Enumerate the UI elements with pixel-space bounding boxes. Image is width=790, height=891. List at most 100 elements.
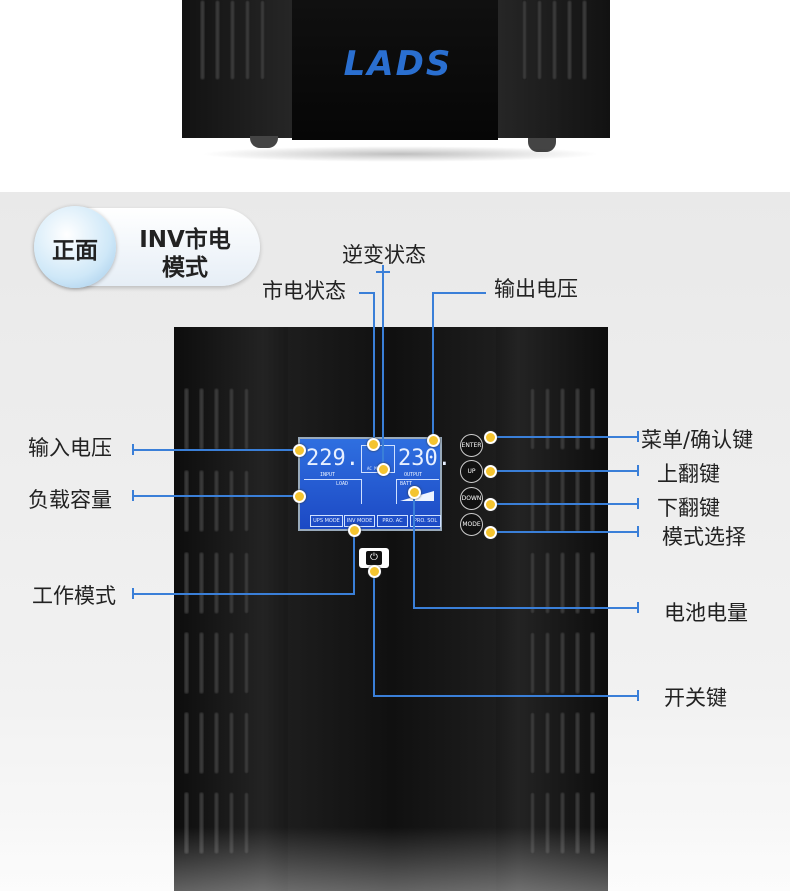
device-shadow: [200, 146, 600, 162]
power-icon: ⏻: [366, 551, 382, 565]
lcd-input-value: 229.: [306, 446, 359, 471]
label-input-voltage: 输入电压: [28, 436, 112, 460]
dot-battery: [408, 486, 421, 499]
device-foot-right: [528, 138, 556, 152]
vent-group: [530, 632, 595, 694]
line-output-h: [432, 292, 486, 294]
line-mode: [490, 531, 638, 533]
line-up: [490, 470, 638, 472]
vent-slot: [184, 792, 189, 854]
vent-slot: [214, 388, 219, 450]
line-battery-h: [413, 607, 638, 609]
label-mode-select: 模式选择: [662, 525, 746, 549]
tick-input: [132, 444, 134, 455]
lcd-mode-ups: UPS MODE: [310, 515, 343, 527]
dot-mains: [367, 438, 380, 451]
vent-slot: [214, 552, 219, 614]
lcd-display: 229. INPUT AC MODE 230. OUTPUT LOAD BATT…: [298, 437, 451, 531]
vent-slot: [530, 792, 535, 854]
line-input: [133, 449, 299, 451]
vent-group: [530, 552, 595, 614]
vent-slot: [229, 388, 234, 450]
vent-slot: [530, 388, 535, 450]
lcd-mode-pro-ac: PRO. AC: [377, 515, 408, 527]
vent-slot: [530, 712, 535, 774]
lcd-load-caption: LOAD: [336, 481, 349, 487]
vent-group: [184, 792, 249, 854]
vent-slot: [590, 552, 595, 614]
vent-group: [530, 712, 595, 774]
dot-load: [293, 490, 306, 503]
tick-down: [637, 498, 639, 509]
mode-badge-line2: 模式: [162, 255, 208, 281]
vent-slot: [560, 792, 565, 854]
vent-slot: [214, 712, 219, 774]
vent-slot: [244, 470, 249, 532]
label-load-capacity: 负载容量: [28, 488, 112, 512]
mode-button[interactable]: MODE: [460, 513, 483, 536]
label-mains-status: 市电状态: [262, 279, 346, 303]
top-left-vents: [200, 0, 265, 80]
tick-power: [637, 690, 639, 701]
dot-output: [427, 434, 440, 447]
tick-battery: [637, 602, 639, 613]
vent-slot: [545, 792, 550, 854]
lcd-batt-caption: BATT: [400, 481, 413, 487]
vent-slot: [184, 470, 189, 532]
vent-slot: [530, 632, 535, 694]
dot-work: [348, 524, 361, 537]
lcd-load-box: [304, 479, 362, 504]
bottom-fade: [0, 827, 790, 891]
up-button[interactable]: UP: [460, 460, 483, 483]
lcd-output-value: 230.: [398, 446, 451, 471]
enter-button[interactable]: ENTER: [460, 434, 483, 457]
device-foot-left: [250, 136, 278, 148]
vent-slot: [229, 632, 234, 694]
dot-up: [484, 465, 497, 478]
vent-group: [184, 552, 249, 614]
line-work-h: [133, 593, 355, 595]
device-right-panel: [496, 327, 608, 891]
line-load: [133, 495, 299, 497]
label-inverter-status: 逆变状态: [342, 243, 426, 267]
vent-slot: [590, 388, 595, 450]
vent-slot: [590, 470, 595, 532]
line-inv-v: [382, 271, 384, 469]
vent-slot: [560, 552, 565, 614]
vent-slot: [199, 632, 204, 694]
vent-group: [184, 712, 249, 774]
vent-group: [184, 470, 249, 532]
vent-slot: [199, 712, 204, 774]
lcd-mode-pro-sol: PRO. SOL: [410, 515, 441, 527]
device-top-front: [292, 0, 498, 140]
line-mains-v: [373, 292, 375, 444]
vent-slot: [199, 792, 204, 854]
down-button[interactable]: DOWN: [460, 487, 483, 510]
line-battery-v: [413, 490, 415, 608]
dot-input: [293, 444, 306, 457]
vent-slot: [575, 792, 580, 854]
vent-slot: [214, 632, 219, 694]
vent-slot: [545, 632, 550, 694]
vent-group: [184, 388, 249, 450]
vent-slot: [560, 712, 565, 774]
vent-slot: [530, 470, 535, 532]
label-down-key: 下翻键: [657, 496, 720, 520]
vent-slot: [229, 470, 234, 532]
vent-group: [184, 632, 249, 694]
vent-slot: [575, 388, 580, 450]
vent-slot: [575, 712, 580, 774]
vent-slot: [244, 632, 249, 694]
dot-power: [368, 565, 381, 578]
mode-badge-line1: INV市电: [139, 227, 231, 253]
vent-slot: [560, 388, 565, 450]
power-button[interactable]: ⏻: [359, 548, 389, 568]
front-diagram-section: 正面 INV市电 模式: [0, 192, 790, 891]
vent-slot: [199, 388, 204, 450]
vent-slot: [229, 552, 234, 614]
tick-mode: [637, 526, 639, 537]
top-right-vents: [522, 0, 587, 80]
label-battery-level: 电池电量: [664, 601, 748, 625]
vent-slot: [199, 470, 204, 532]
lcd-batt-box: [396, 479, 439, 504]
